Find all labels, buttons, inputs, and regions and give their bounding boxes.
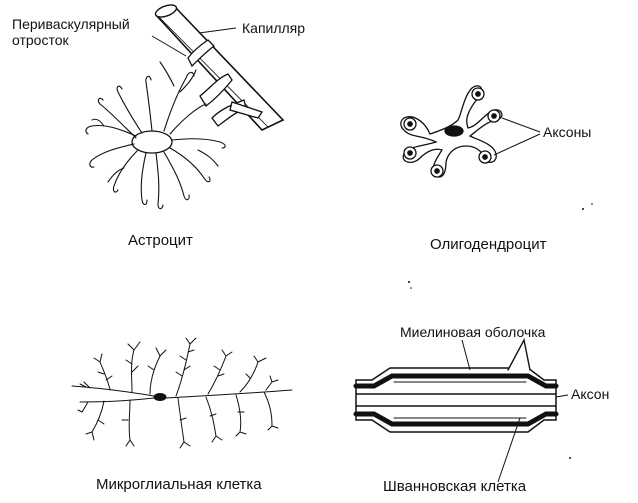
axon-core bbox=[355, 393, 557, 407]
capillary-label: Капилляр bbox=[242, 20, 306, 36]
astrocyte-processes bbox=[85, 61, 226, 210]
capillary-tube bbox=[154, 4, 285, 131]
perivascular-process-label: Периваскулярный отросток bbox=[12, 16, 162, 50]
perivascular-process-label-line2: отросток bbox=[12, 32, 69, 48]
perivascular-end-feet bbox=[187, 39, 264, 127]
schwann-drawing bbox=[353, 337, 559, 433]
oligodendrocyte-cell-body bbox=[400, 85, 503, 178]
oligodendrocyte-nucleus bbox=[444, 125, 464, 137]
myelin-sheath-label: Миелиновая оболочка bbox=[400, 324, 546, 340]
axons-leaders bbox=[493, 117, 541, 156]
oligodendrocyte-caption: Олигодендроцит bbox=[430, 236, 547, 253]
astrocyte-leaders bbox=[151, 27, 237, 57]
myelin-sheath bbox=[355, 367, 557, 433]
myelinated-axon-cross-sections bbox=[403, 87, 501, 178]
microglia-drawing bbox=[71, 337, 293, 449]
schwann-caption: Шванновская клетка bbox=[383, 478, 527, 495]
astrocyte-caption: Астроцит bbox=[128, 232, 193, 249]
perivascular-process-label-line1: Периваскулярный bbox=[12, 16, 130, 32]
microglia-soma bbox=[153, 393, 167, 401]
schwann-leaders bbox=[461, 339, 569, 483]
oligodendrocyte-drawing bbox=[400, 85, 503, 178]
axons-label: Аксоны bbox=[543, 124, 592, 140]
astrocyte-drawing bbox=[85, 4, 285, 210]
scan-specks bbox=[408, 203, 593, 459]
microglia-caption: Микроглиальная клетка bbox=[96, 476, 262, 493]
axon-label: Аксон bbox=[571, 386, 610, 402]
